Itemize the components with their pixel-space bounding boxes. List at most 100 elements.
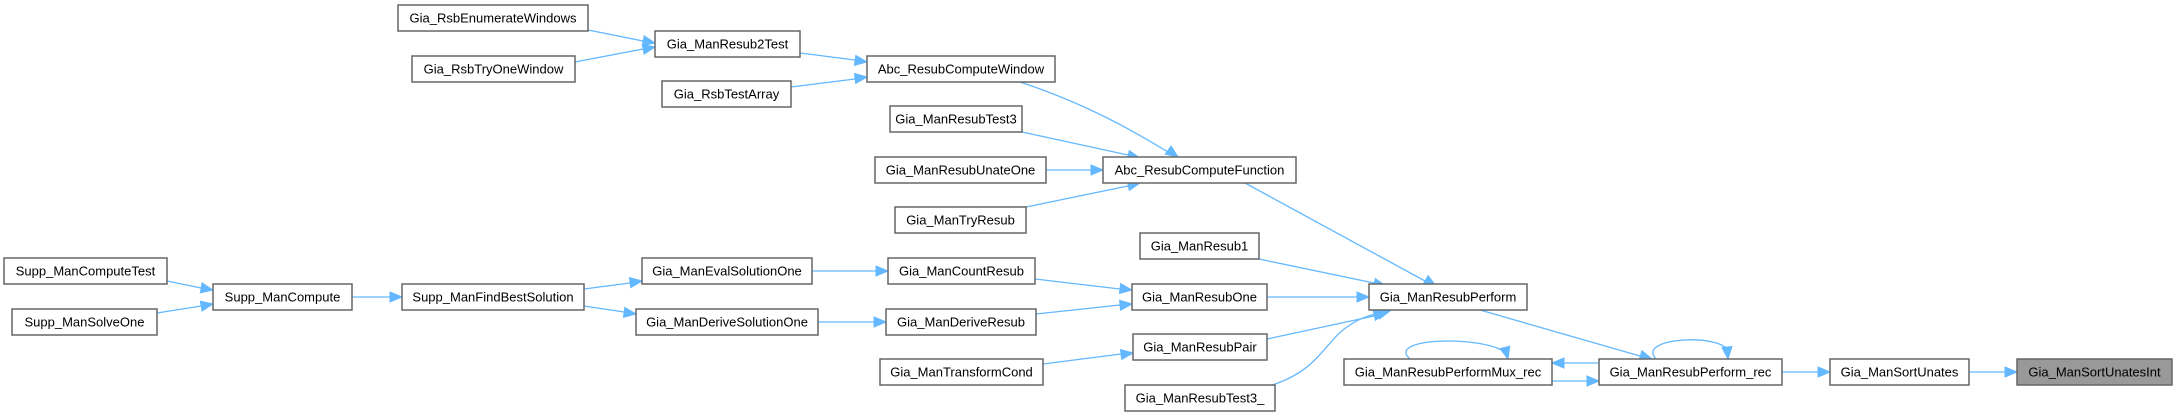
node-box[interactable] (641, 257, 813, 285)
node-label: Gia_ManResubTest3 (895, 112, 1016, 127)
node-box[interactable] (889, 105, 1023, 133)
node-gia_mansortunatesint[interactable]: Gia_ManSortUnatesInt (2016, 358, 2173, 386)
edge-supp_manfindbestsolution-to-gia_manevalsolutionone (583, 277, 644, 290)
node-label: Abc_ResubComputeFunction (1115, 163, 1285, 178)
node-label: Gia_ManDeriveSolutionOne (646, 315, 808, 330)
edge-supp_mancompute-to-supp_manfindbestsolution (352, 291, 404, 303)
node-label: Gia_ManSortUnatesInt (2028, 365, 2161, 380)
edge-gia_mantransformcond-to-gia_manresubpair (1042, 348, 1135, 365)
node-box[interactable] (874, 156, 1047, 184)
node-gia_manresubtest3[interactable]: Gia_ManResubTest3 (889, 105, 1023, 133)
node-box[interactable] (1132, 333, 1268, 361)
edge-gia_mansortunates-to-gia_mansortunatesint (1969, 366, 2019, 378)
node-gia_mantryresub[interactable]: Gia_ManTryResub (894, 206, 1027, 234)
node-label: Supp_ManFindBestSolution (412, 290, 573, 305)
node-abc_resubcomputefunction[interactable]: Abc_ResubComputeFunction (1102, 156, 1297, 184)
edge-line (790, 78, 856, 88)
node-gia_manderivesolutionone[interactable]: Gia_ManDeriveSolutionOne (635, 308, 819, 336)
node-gia_rsbenumeratewindows[interactable]: Gia_RsbEnumerateWindows (397, 4, 589, 32)
node-gia_rsbtestarray[interactable]: Gia_RsbTestArray (661, 80, 792, 108)
node-supp_manfindbestsolution[interactable]: Supp_ManFindBestSolution (401, 283, 585, 311)
node-gia_manevalsolutionone[interactable]: Gia_ManEvalSolutionOne (641, 257, 813, 285)
node-supp_mancompute[interactable]: Supp_ManCompute (212, 283, 353, 311)
edge-line (166, 280, 202, 289)
node-gia_manderiveresub[interactable]: Gia_ManDeriveResub (885, 308, 1037, 336)
nodes-layer: Gia_RsbEnumerateWindowsGia_RsbTryOneWind… (3, 4, 2173, 412)
edge-gia_manresubperform_rec-to-gia_manresubperform_rec (1652, 339, 1733, 361)
node-box[interactable] (411, 55, 576, 83)
node-label: Supp_ManCompute (225, 290, 341, 305)
node-label: Gia_ManDeriveResub (897, 315, 1025, 330)
node-box[interactable] (894, 206, 1027, 234)
edge-gia_manresubperformmux_rec-to-gia_manresubperformmux_rec (1405, 340, 1511, 361)
arrowhead-icon (1586, 375, 1601, 387)
node-supp_mansolveone[interactable]: Supp_ManSolveOne (11, 308, 158, 336)
node-label: Supp_ManComputeTest (16, 264, 156, 279)
node-box[interactable] (1131, 283, 1268, 311)
arrowhead-icon (853, 54, 869, 66)
arrowhead-icon (628, 277, 644, 289)
node-box[interactable] (635, 308, 819, 336)
node-box[interactable] (1368, 283, 1528, 311)
node-label: Gia_ManResub2Test (667, 37, 789, 52)
edge-line (1034, 278, 1121, 290)
arrowhead-icon (1721, 346, 1733, 361)
edges-layer (156, 29, 2019, 387)
node-box[interactable] (879, 358, 1044, 386)
node-gia_manresub2test[interactable]: Gia_ManResub2Test (654, 30, 801, 58)
node-label: Gia_ManResubPair (1143, 340, 1257, 355)
node-gia_rsbtryonewindow[interactable]: Gia_RsbTryOneWindow (411, 55, 576, 83)
edge-line (156, 305, 202, 314)
node-gia_manresubperformmux_rec[interactable]: Gia_ManResubPerformMux_rec (1343, 358, 1553, 386)
node-box[interactable] (866, 55, 1056, 83)
node-label: Gia_ManResubPerform (1380, 290, 1517, 305)
node-label: Gia_ManTransformCond (890, 365, 1033, 380)
node-box[interactable] (3, 257, 168, 285)
edge-line (1258, 258, 1375, 284)
edge-line (1025, 185, 1129, 208)
node-box[interactable] (2016, 358, 2173, 386)
node-label: Gia_ManResubPerform_rec (1610, 365, 1772, 380)
arrowhead-icon (641, 34, 657, 47)
node-label: Gia_ManCountResub (899, 264, 1024, 279)
arrowhead-icon (1164, 145, 1180, 158)
node-gia_manresubpair[interactable]: Gia_ManResubPair (1132, 333, 1268, 361)
edge-gia_manresubperform_rec-to-gia_mansortunates (1782, 366, 1832, 378)
node-gia_manresub1[interactable]: Gia_ManResub1 (1139, 232, 1260, 260)
node-box[interactable] (397, 4, 589, 32)
node-gia_mansortunates[interactable]: Gia_ManSortUnates (1829, 358, 1970, 386)
node-box[interactable] (11, 308, 158, 336)
node-box[interactable] (1139, 232, 1260, 260)
edge-line (583, 282, 631, 290)
node-box[interactable] (654, 30, 801, 58)
node-box[interactable] (1124, 384, 1276, 412)
edge-supp_mancomputetest-to-supp_mancompute (166, 280, 215, 294)
node-gia_mancountresub[interactable]: Gia_ManCountResub (887, 257, 1036, 285)
node-supp_mancomputetest[interactable]: Supp_ManComputeTest (3, 257, 168, 285)
edge-line (1244, 182, 1426, 282)
node-box[interactable] (885, 308, 1037, 336)
arrowhead-icon (1817, 366, 1832, 378)
node-box[interactable] (1102, 156, 1297, 184)
node-box[interactable] (887, 257, 1036, 285)
node-gia_manresubone[interactable]: Gia_ManResubOne (1131, 283, 1268, 311)
node-box[interactable] (401, 283, 585, 311)
node-gia_manresubtest3_[interactable]: Gia_ManResubTest3_ (1124, 384, 1276, 412)
node-box[interactable] (1598, 358, 1783, 386)
node-label: Gia_ManResub1 (1151, 239, 1249, 254)
edge-line (1021, 131, 1129, 156)
node-label: Gia_RsbEnumerateWindows (410, 11, 577, 26)
node-gia_manresubperform[interactable]: Gia_ManResubPerform (1368, 283, 1528, 311)
node-gia_manresubunateone[interactable]: Gia_ManResubUnateOne (874, 156, 1047, 184)
node-abc_resubcomputewindow[interactable]: Abc_ResubComputeWindow (866, 55, 1056, 83)
node-label: Gia_ManResubOne (1142, 290, 1257, 305)
node-box[interactable] (212, 283, 353, 311)
node-box[interactable] (1829, 358, 1970, 386)
edge-line (1019, 81, 1169, 153)
arrowhead-icon (2004, 366, 2019, 378)
arrowhead-icon (1356, 291, 1371, 303)
node-gia_manresubperform_rec[interactable]: Gia_ManResubPerform_rec (1598, 358, 1783, 386)
node-gia_mantransformcond[interactable]: Gia_ManTransformCond (879, 358, 1044, 386)
node-box[interactable] (661, 80, 792, 108)
node-box[interactable] (1343, 358, 1553, 386)
